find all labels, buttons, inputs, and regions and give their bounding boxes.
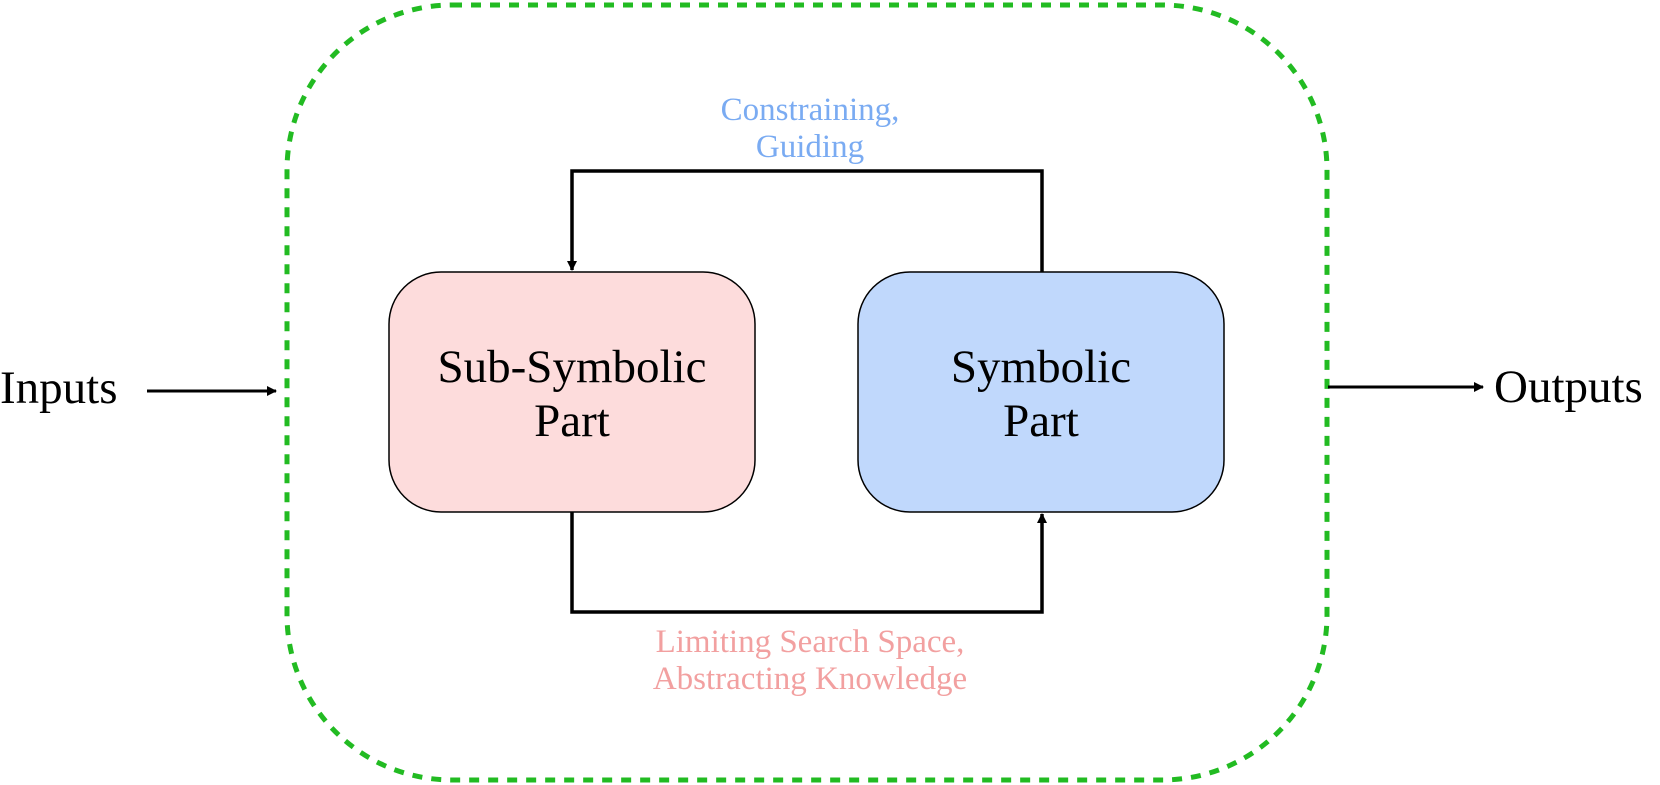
symbolic-label-line2: Part bbox=[1003, 395, 1079, 447]
sub-symbolic-label-line1: Sub-Symbolic bbox=[438, 341, 707, 393]
top-feedback-label-line2: Guiding bbox=[756, 129, 864, 165]
inputs-label: Inputs bbox=[0, 362, 118, 414]
outputs-label: Outputs bbox=[1494, 361, 1643, 413]
symbolic-label-line1: Symbolic bbox=[951, 341, 1131, 393]
top-feedback-label-line1: Constraining, bbox=[721, 92, 900, 128]
bottom-feedback-label-line2: Abstracting Knowledge bbox=[653, 661, 967, 697]
bottom-feedback-arrow bbox=[570, 512, 1047, 614]
top-feedback-arrow bbox=[567, 169, 1044, 272]
bottom-feedback-label-line1: Limiting Search Space, bbox=[656, 624, 965, 660]
sub-symbolic-label-line2: Part bbox=[534, 395, 610, 447]
